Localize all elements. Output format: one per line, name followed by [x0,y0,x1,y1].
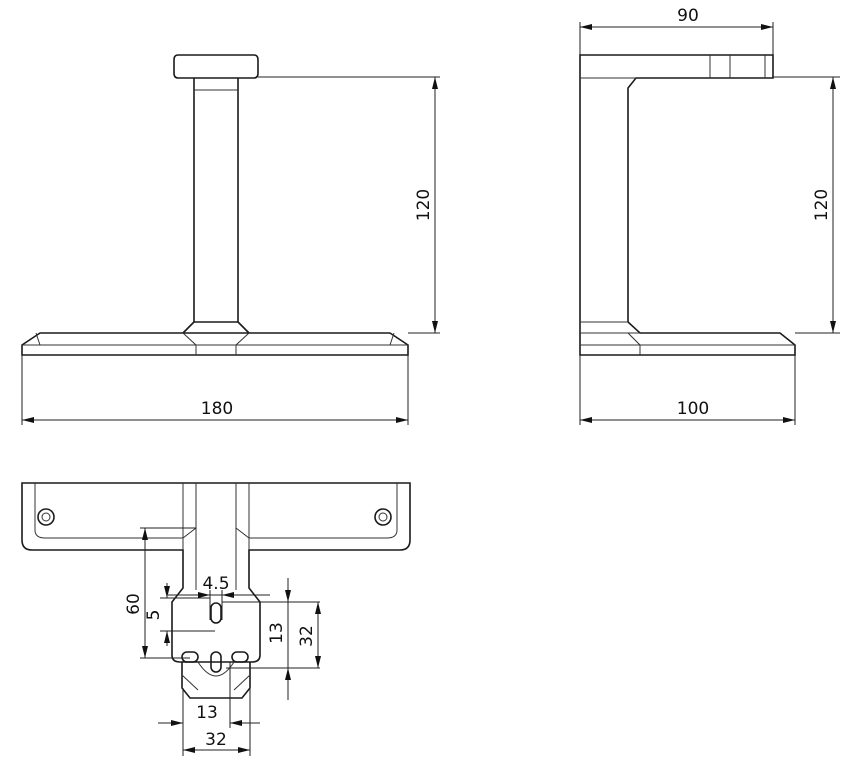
flange-width-dim: 32 [205,730,227,750]
side-height-dim: 120 [812,189,832,221]
flange-height-dim: 32 [297,625,317,647]
front-height-dim: 120 [414,189,434,221]
front-view: 120 180 [21,54,440,425]
mounting-hole-right [374,508,392,526]
side-width-dim: 100 [677,399,709,419]
side-view: 90 120 100 [579,6,840,425]
bottom-view: 60 5 4.5 13 32 13 32 [21,482,411,756]
slot-center [210,651,222,673]
side-top-dim: 90 [677,6,699,26]
offset-dim: 60 [124,593,144,615]
slot-width-dim: 4.5 [202,574,229,594]
slot-left [181,651,199,663]
hole-spacing-h-dim: 13 [196,703,218,723]
hole-spacing-v-dim: 13 [267,622,287,644]
front-width-dim: 180 [201,399,233,419]
slot-length-dim: 5 [144,610,164,621]
mounting-hole-left [37,508,55,526]
slot-right [231,651,249,663]
slot-top [210,602,222,624]
